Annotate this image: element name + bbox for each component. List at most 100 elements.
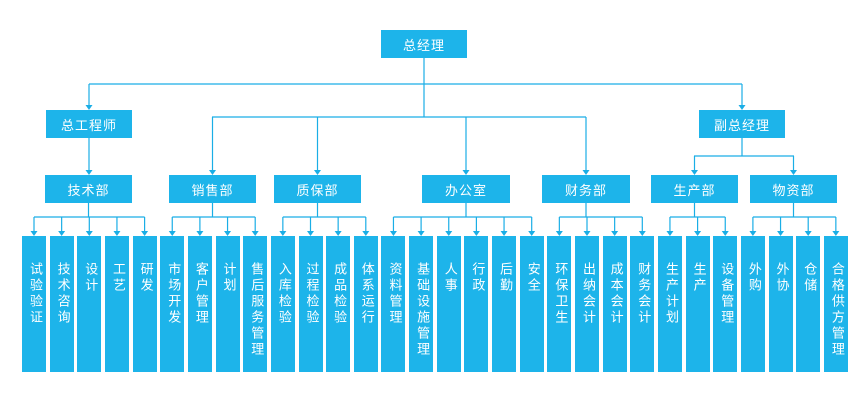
node-leaf-label: 基础设施管理 <box>414 262 430 358</box>
arrow-node-dept-1-leaf-3 <box>251 231 259 236</box>
node-leaf-label: 生产 <box>690 262 706 294</box>
node-leaf-11: 成品检验 <box>326 236 351 372</box>
node-leaf-17: 后勤 <box>492 236 517 372</box>
node-leaf-label: 外协 <box>773 262 789 294</box>
arrow-node-dept-5-leaf-2 <box>721 231 729 236</box>
arrow-to-tech-dept <box>85 170 93 175</box>
node-general-manager: 总经理 <box>381 30 467 58</box>
node-deputy-general-manager-label: 副总经理 <box>713 118 770 134</box>
node-leaf-label: 后勤 <box>497 262 513 294</box>
node-leaf-4: 研发 <box>132 236 157 372</box>
arrow-node-dept-2-leaf-0 <box>279 231 287 236</box>
node-leaf-12: 体系运行 <box>353 236 378 372</box>
node-leaf-label: 过程检验 <box>303 262 319 326</box>
node-dept-5: 生产部 <box>651 175 738 203</box>
node-leaf-18: 安全 <box>519 236 544 372</box>
node-leaf-label: 市场开发 <box>165 262 181 326</box>
node-leaf-label: 出纳会计 <box>580 262 595 326</box>
arrow-to-node-dept-1 <box>209 170 216 175</box>
node-leaf-label: 仓储 <box>801 262 817 294</box>
node-leaf-label: 计划 <box>220 262 236 294</box>
node-deputy-general-manager: 副总经理 <box>699 110 785 138</box>
arrow-to-chief-engineer <box>85 105 93 110</box>
node-chief-engineer: 总工程师 <box>46 110 132 138</box>
node-leaf-16: 行政 <box>464 236 489 372</box>
arrow-node-dept-1-leaf-0 <box>168 231 176 236</box>
node-leaf-label: 试验验证 <box>27 262 42 326</box>
arrow-node-dept-3-leaf-4 <box>500 231 508 236</box>
node-chief-engineer-label: 总工程师 <box>60 118 117 134</box>
arrow-node-dept-3-leaf-3 <box>472 231 480 236</box>
node-leaf-22: 财务会计 <box>630 236 655 372</box>
node-leaf-23: 生产计划 <box>657 236 682 372</box>
node-leaf-25: 设备管理 <box>713 236 738 372</box>
node-leaf-label: 财务会计 <box>635 262 651 326</box>
node-leaf-label: 安全 <box>524 262 540 294</box>
node-dept-6: 物资部 <box>750 175 837 203</box>
node-leaf-2: 设计 <box>77 236 102 372</box>
arrow-node-dept-4-leaf-1 <box>583 231 591 236</box>
node-leaf-label: 客户管理 <box>192 262 208 326</box>
node-leaf-label: 设备管理 <box>718 262 734 326</box>
node-dept-2-label: 质保部 <box>296 183 339 199</box>
node-dept-3-label: 办公室 <box>444 183 487 199</box>
node-leaf-15: 人事 <box>436 236 461 372</box>
arrow-node-dept-0-leaf-3 <box>113 231 121 236</box>
node-leaf-label: 人事 <box>441 262 457 294</box>
arrow-node-dept-0-leaf-2 <box>85 231 93 236</box>
arrow-to-node-dept-6 <box>790 170 797 175</box>
node-dept-5-label: 生产部 <box>673 183 716 199</box>
arrow-node-dept-3-leaf-1 <box>417 231 425 236</box>
arrow-node-dept-2-leaf-1 <box>307 231 314 236</box>
arrow-node-dept-5-leaf-0 <box>666 231 674 236</box>
arrow-node-dept-0-leaf-0 <box>30 231 38 236</box>
arrow-node-dept-6-leaf-3 <box>832 231 840 236</box>
arrow-node-dept-2-leaf-2 <box>334 231 342 236</box>
node-dept-4: 财务部 <box>542 175 630 203</box>
node-leaf-label: 入库检验 <box>275 262 291 326</box>
arrow-to-deputy <box>738 105 746 110</box>
node-leaf-label: 技术咨询 <box>54 262 70 326</box>
node-leaf-label: 环保卫生 <box>552 262 568 326</box>
node-leaf-label: 合格供方管理 <box>828 262 844 358</box>
arrow-node-dept-6-leaf-0 <box>749 231 757 236</box>
arrow-to-node-dept-2 <box>314 170 321 175</box>
arrow-node-dept-0-leaf-4 <box>141 231 149 236</box>
arrow-to-node-dept-3 <box>462 170 470 175</box>
node-leaf-label: 外购 <box>745 262 761 294</box>
arrow-node-dept-3-leaf-0 <box>389 231 397 236</box>
node-leaf-label: 设计 <box>82 262 98 294</box>
node-dept-6-label: 物资部 <box>772 183 815 199</box>
arrow-node-dept-4-leaf-0 <box>555 231 563 236</box>
arrow-node-dept-6-leaf-1 <box>777 231 785 236</box>
node-dept-4-label: 财务部 <box>564 183 607 199</box>
node-leaf-label: 成品检验 <box>331 262 347 326</box>
arrow-node-dept-3-leaf-5 <box>528 231 536 236</box>
node-dept-1-label: 销售部 <box>191 183 234 199</box>
node-leaf-9: 入库检验 <box>270 236 295 372</box>
arrow-node-dept-4-leaf-3 <box>638 231 646 236</box>
node-dept-2: 质保部 <box>274 175 361 203</box>
node-leaf-29: 合格供方管理 <box>823 236 848 372</box>
arrow-to-node-dept-4 <box>582 170 590 175</box>
node-leaf-label: 体系运行 <box>358 262 374 326</box>
arrow-node-dept-5-leaf-1 <box>694 231 702 236</box>
node-leaf-26: 外购 <box>740 236 765 372</box>
arrow-node-dept-4-leaf-2 <box>611 231 619 236</box>
node-leaf-0: 试验验证 <box>22 236 46 372</box>
node-leaf-5: 市场开发 <box>160 236 185 372</box>
arrow-node-dept-1-leaf-1 <box>196 231 204 236</box>
node-leaf-14: 基础设施管理 <box>409 236 434 372</box>
node-dept-3: 办公室 <box>422 175 510 203</box>
arrow-node-dept-1-leaf-2 <box>224 231 232 236</box>
node-leaf-label: 行政 <box>469 262 485 294</box>
arrow-node-dept-6-leaf-2 <box>804 231 812 236</box>
node-leaf-10: 过程检验 <box>298 236 323 372</box>
node-dept-0-label: 技术部 <box>67 183 110 199</box>
node-leaf-7: 计划 <box>215 236 240 372</box>
node-leaf-24: 生产 <box>685 236 710 372</box>
node-leaf-27: 外协 <box>768 236 793 372</box>
node-leaf-21: 成本会计 <box>602 236 627 372</box>
node-leaf-label: 研发 <box>137 262 153 294</box>
